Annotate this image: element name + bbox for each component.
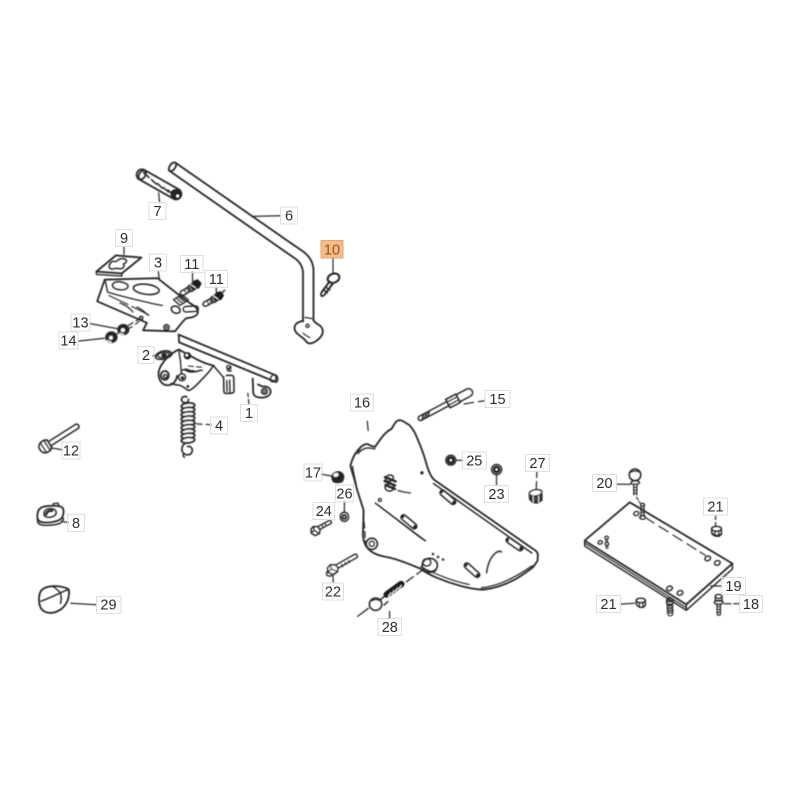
svg-text:8: 8 [72, 516, 80, 532]
svg-text:24: 24 [316, 504, 332, 520]
svg-text:26: 26 [336, 487, 352, 503]
svg-text:12: 12 [63, 444, 79, 460]
svg-text:13: 13 [72, 316, 88, 332]
svg-text:20: 20 [596, 476, 612, 492]
svg-text:3: 3 [154, 256, 162, 272]
svg-text:28: 28 [382, 620, 398, 636]
svg-text:14: 14 [60, 334, 76, 350]
svg-text:22: 22 [325, 585, 341, 601]
svg-text:9: 9 [120, 231, 128, 247]
svg-text:2: 2 [142, 348, 150, 364]
svg-text:17: 17 [305, 466, 321, 482]
svg-text:1: 1 [245, 406, 253, 422]
svg-text:10: 10 [324, 243, 340, 259]
svg-text:6: 6 [285, 209, 293, 225]
svg-text:4: 4 [215, 419, 223, 435]
svg-text:25: 25 [466, 454, 482, 470]
svg-text:15: 15 [489, 392, 505, 408]
svg-text:27: 27 [529, 456, 545, 472]
svg-text:11: 11 [209, 272, 224, 288]
svg-text:21: 21 [600, 597, 616, 613]
svg-text:18: 18 [743, 597, 759, 613]
svg-text:29: 29 [100, 598, 116, 614]
svg-text:19: 19 [725, 579, 741, 595]
svg-text:16: 16 [354, 396, 370, 412]
svg-text:7: 7 [153, 204, 161, 220]
svg-text:11: 11 [184, 257, 199, 273]
svg-text:23: 23 [488, 487, 504, 503]
svg-text:21: 21 [707, 500, 723, 516]
